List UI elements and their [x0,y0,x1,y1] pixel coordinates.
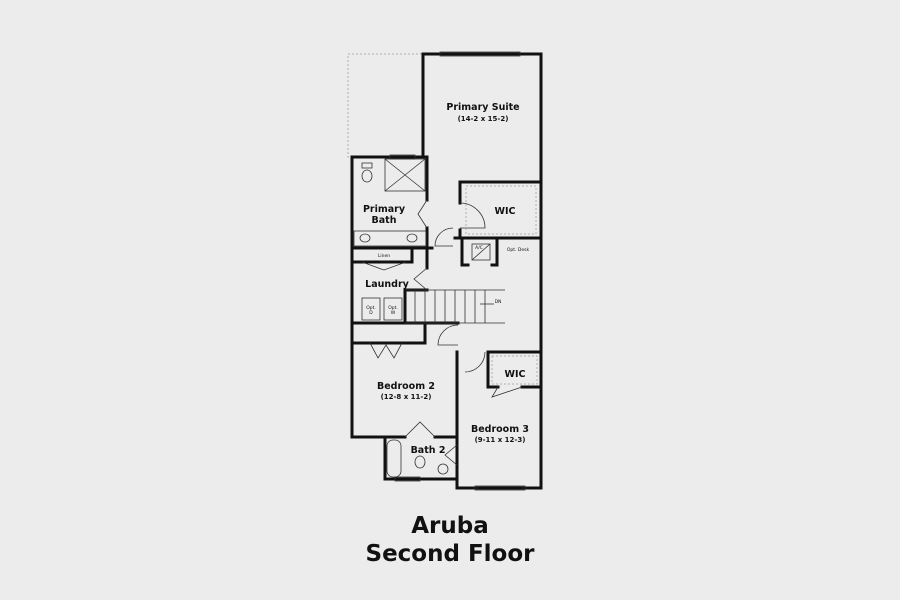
wic-primary-label: WIC [495,206,516,217]
bedroom2-dims: (12-8 x 11-2) [381,393,432,401]
primary-suite-label: Primary Suite [446,102,519,113]
wic-bed3-label: WIC [505,369,526,380]
opt-dryer-label-2: D [369,310,373,316]
opt-desk-label: Opt. Desk [507,247,530,253]
bedroom3-dims: (9-11 x 12-3) [475,436,526,444]
opt-dryer-label-1: Opt. [366,305,376,311]
bedroom2-label: Bedroom 2 [377,381,435,392]
opt-washer-label-1: Opt. [388,305,398,311]
ac-label: A/C [475,245,483,251]
walls [350,52,543,490]
open-area-outline [347,53,424,158]
fixtures [353,51,538,491]
bath2-label: Bath 2 [411,445,446,456]
floor-name: Second Floor [365,541,535,567]
primary-bath-label-1: Primary [363,204,406,215]
linen-label: Linen [378,253,390,259]
primary-bath-label-2: Bath [372,215,397,226]
room-labels: Primary Suite (14-2 x 15-2) WIC Primary … [363,102,530,456]
opt-washer-label-2: W [391,310,396,316]
stairs-down-label: DN [495,299,502,305]
bedroom3-label: Bedroom 3 [471,424,529,435]
laundry-label: Laundry [365,279,409,290]
plan-name: Aruba [411,513,489,539]
primary-suite-dims: (14-2 x 15-2) [458,115,509,123]
